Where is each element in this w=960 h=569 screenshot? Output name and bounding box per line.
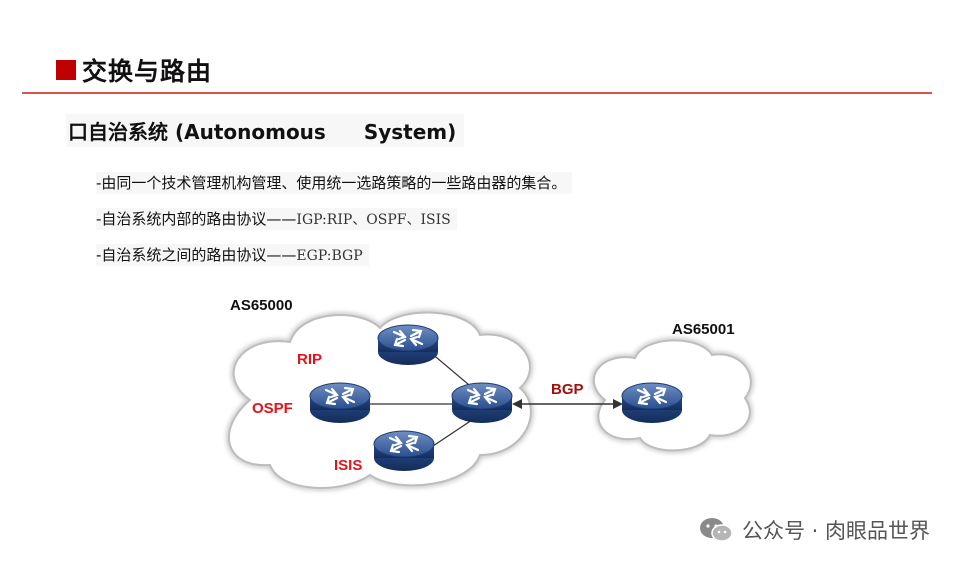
- bullet-text: -自治系统内部的路由协议——: [96, 210, 297, 228]
- bullet-item: -由同一个技术管理机构管理、使用统一选路策略的一些路由器的集合。: [96, 172, 573, 194]
- network-diagram-svg: [225, 309, 754, 491]
- bullet-en: IGP:RIP、OSPF、ISIS: [296, 212, 451, 228]
- link-rip: [429, 351, 476, 391]
- bullet-text: -自治系统之间的路由协议——: [96, 246, 297, 264]
- watermark-text: 公众号 · 肉眼品世界: [741, 519, 930, 543]
- rip-label: RIP: [297, 351, 323, 368]
- ospf-label: OSPF: [252, 400, 293, 417]
- bullet-item: -自治系统内部的路由协议——IGP:RIP、OSPF、ISIS: [96, 208, 457, 230]
- links: [370, 351, 476, 449]
- wechat-icon: [699, 518, 733, 542]
- router-core-icon: [450, 381, 514, 425]
- bullet-en: EGP:BGP: [296, 248, 363, 264]
- bgp-link: [512, 399, 623, 409]
- as-diagram: AS65000 AS65001 RIP OSPF ISIS BGP: [0, 280, 960, 520]
- link-isis: [429, 417, 476, 449]
- as65001-label: AS65001: [672, 321, 735, 338]
- title-text: 交换与路由: [82, 57, 213, 86]
- router-isis-icon: [372, 429, 436, 473]
- heading-cn: 口自治系统: [68, 120, 168, 144]
- router-ospf-icon: [308, 381, 372, 425]
- section-heading: 口自治系统 (Autonomous System): [66, 114, 465, 147]
- as65000-cloud: [225, 309, 534, 491]
- bullet-text: -由同一个技术管理机构管理、使用统一选路策略的一些路由器的集合。: [96, 174, 567, 192]
- heading-en-b: System): [363, 120, 457, 144]
- isis-label: ISIS: [334, 457, 363, 474]
- router-rip-icon: [376, 323, 440, 367]
- bullet-item: -自治系统之间的路由协议——EGP:BGP: [96, 244, 369, 266]
- slide-title: 交换与路由: [56, 52, 212, 88]
- title-divider: [22, 92, 932, 94]
- bgp-label: BGP: [551, 381, 584, 398]
- title-square-icon: [56, 60, 76, 80]
- as65000-label: AS65000: [230, 297, 293, 314]
- heading-en-a: (Autonomous: [174, 120, 326, 144]
- bullet-list: -由同一个技术管理机构管理、使用统一选路策略的一些路由器的集合。 -自治系统内部…: [96, 172, 573, 280]
- router-as65001-icon: [620, 381, 684, 425]
- watermark: 公众号 · 肉眼品世界: [698, 515, 930, 545]
